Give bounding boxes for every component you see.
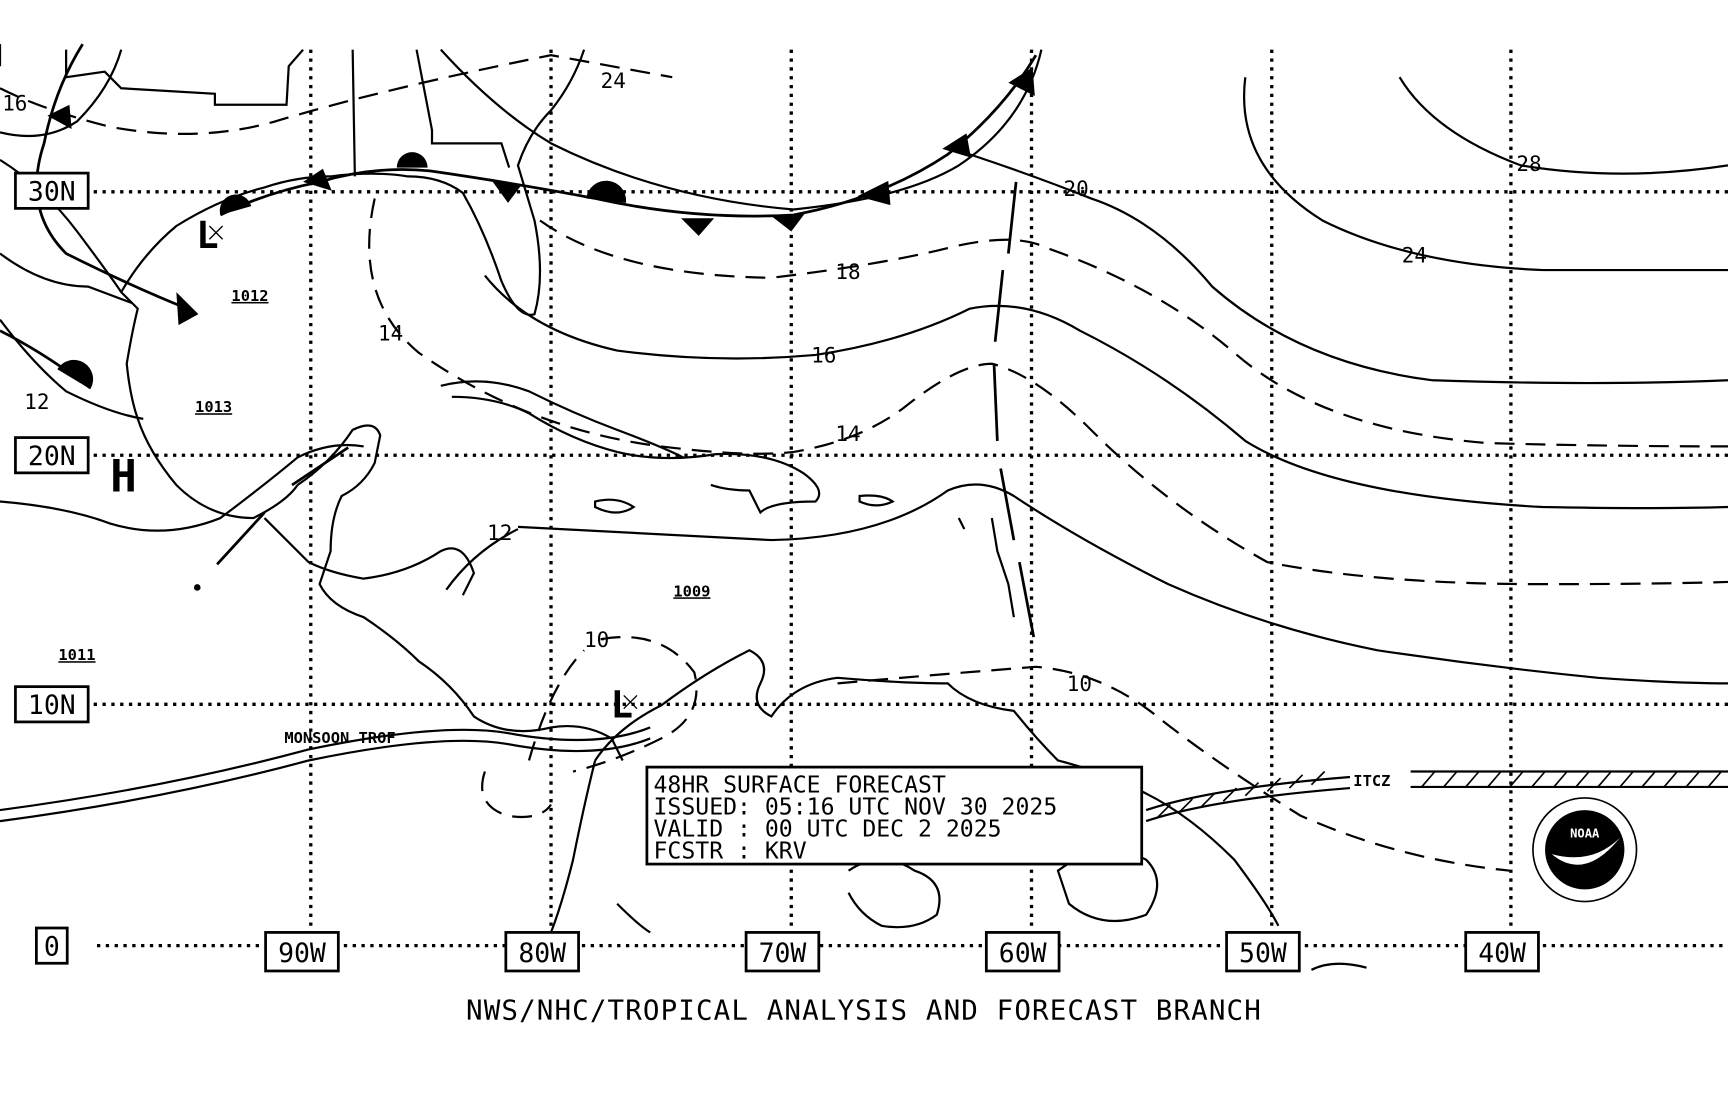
isobar-label: 20: [1063, 177, 1088, 201]
footer-credit: NWS/NHC/TROPICAL ANALYSIS AND FORECAST B…: [466, 994, 1262, 1026]
isobar-label: 12: [487, 521, 512, 545]
stationary-front: [219, 54, 1038, 236]
tropical-wave: [992, 181, 1036, 638]
lon-label-90w: 90W: [278, 938, 326, 969]
isobar-label: 16: [2, 91, 27, 115]
isobar-label: 14: [835, 422, 860, 446]
pressure-value: 1013: [195, 398, 232, 416]
pressure-values: 1012 1013 1009 1011: [58, 287, 710, 664]
pressure-value: 1009: [673, 582, 710, 600]
lat-label-0: 0: [44, 932, 60, 963]
issued-time: ISSUED: 05:16 UTC NOV 30 2025: [654, 794, 1058, 820]
itcz-label: ITCZ: [1353, 772, 1390, 790]
low-center: L: [196, 213, 219, 257]
isobar-label: 24: [601, 69, 626, 93]
isobar-label: 18: [835, 260, 860, 284]
coastlines: [0, 44, 1367, 971]
isobars: [0, 48, 1728, 872]
noaa-logo: NOAA: [1532, 797, 1638, 903]
lon-label-70w: 70W: [759, 938, 807, 969]
monsoon-trough: MONSOON TROF: [0, 726, 651, 823]
isobar-labels: 16 24 20 28 18 24 16 14 14 12 12 10 10: [2, 69, 1541, 696]
itcz: ITCZ: [1145, 770, 1728, 823]
isobar-label: 16: [811, 344, 836, 368]
lon-label-60w: 60W: [999, 938, 1047, 969]
troughs: [216, 446, 350, 566]
isobar-label: 28: [1516, 152, 1541, 176]
low-center: L: [611, 683, 634, 727]
latitude-labels: 30N 20N 10N 0: [14, 171, 90, 965]
lat-label-10n: 10N: [28, 690, 76, 721]
monsoon-trough-label: MONSOON TROF: [284, 729, 395, 747]
high-center: H: [110, 452, 137, 503]
forecaster: FCSTR : KRV: [654, 839, 807, 865]
isobar-label: 12: [24, 390, 49, 414]
lon-label-40w: 40W: [1478, 938, 1526, 969]
pressure-centers: L H L: [110, 213, 638, 727]
lon-label-80w: 80W: [518, 938, 566, 969]
valid-time: VALID : 00 UTC DEC 2 2025: [654, 817, 1002, 843]
isobar-label: 10: [1067, 672, 1092, 696]
isobar-label: 14: [378, 322, 403, 346]
lon-label-50w: 50W: [1239, 938, 1287, 969]
isobar-label: 10: [584, 628, 609, 652]
isobar-label: 24: [1402, 243, 1427, 267]
longitude-labels: 90W 80W 70W 60W 50W 40W: [264, 931, 1540, 973]
lat-label-20n: 20N: [28, 441, 76, 472]
pressure-value: 1011: [58, 646, 95, 664]
pressure-value: 1012: [231, 287, 268, 305]
lat-lon-grid: [93, 49, 1728, 948]
forecast-info-box: 48HR SURFACE FORECAST ISSUED: 05:16 UTC …: [645, 765, 1144, 866]
noaa-logo-text: NOAA: [1570, 827, 1600, 841]
product-title: 48HR SURFACE FORECAST: [654, 772, 946, 798]
lat-label-30n: 30N: [28, 177, 76, 208]
